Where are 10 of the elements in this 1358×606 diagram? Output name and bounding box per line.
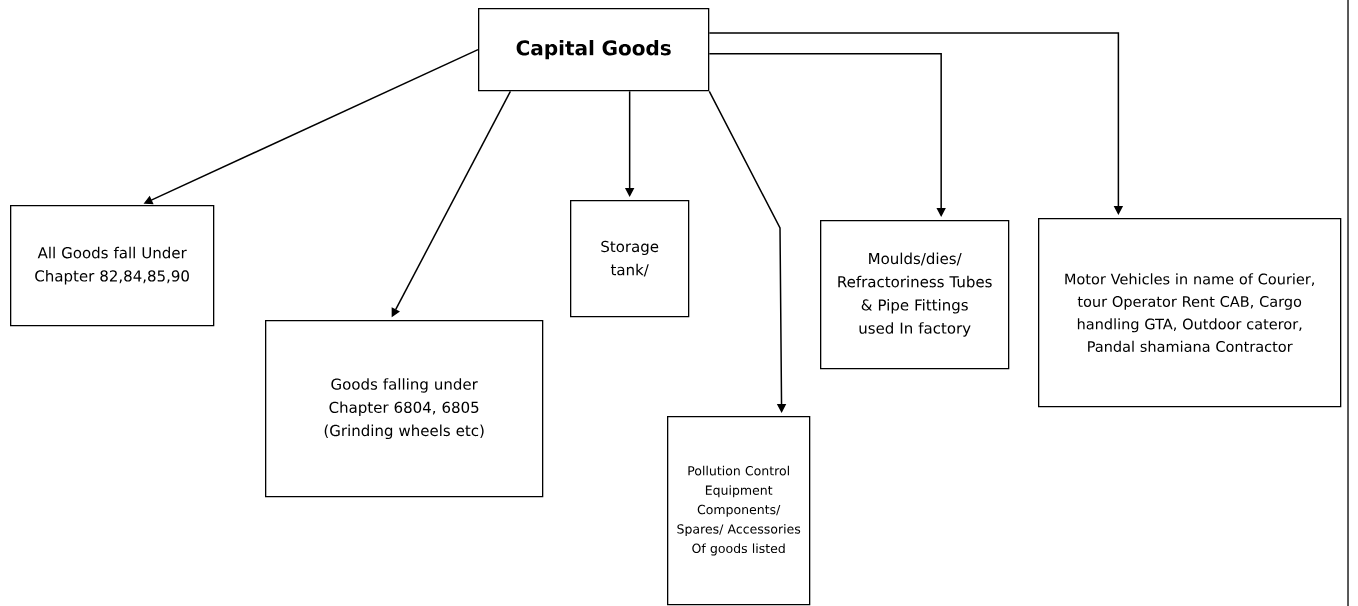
category-box: Storage tank/: [570, 200, 690, 318]
category-box: Pollution Control Equipment Components/ Spares/ Accessories Of goods listed: [667, 416, 811, 606]
category-box: All Goods fall Under Chapter 82,84,85,90: [10, 205, 215, 327]
title-box: Capital Goods: [478, 8, 710, 92]
arrow: [708, 90, 787, 413]
arrow: [708, 32, 1124, 215]
arrow: [708, 53, 946, 217]
category-box: Motor Vehicles in name of Courier, tour Operator Rent CAB, Cargo handling GTA, Outdoor cateror, Pandal shamiana Contractor: [1038, 218, 1342, 408]
category-box: Moulds/dies/ Refractoriness Tubes & Pipe Fittings used In factory: [820, 220, 1010, 370]
category-box: Goods falling under Chapter 6804, 6805 (Grinding wheels etc): [265, 320, 544, 498]
